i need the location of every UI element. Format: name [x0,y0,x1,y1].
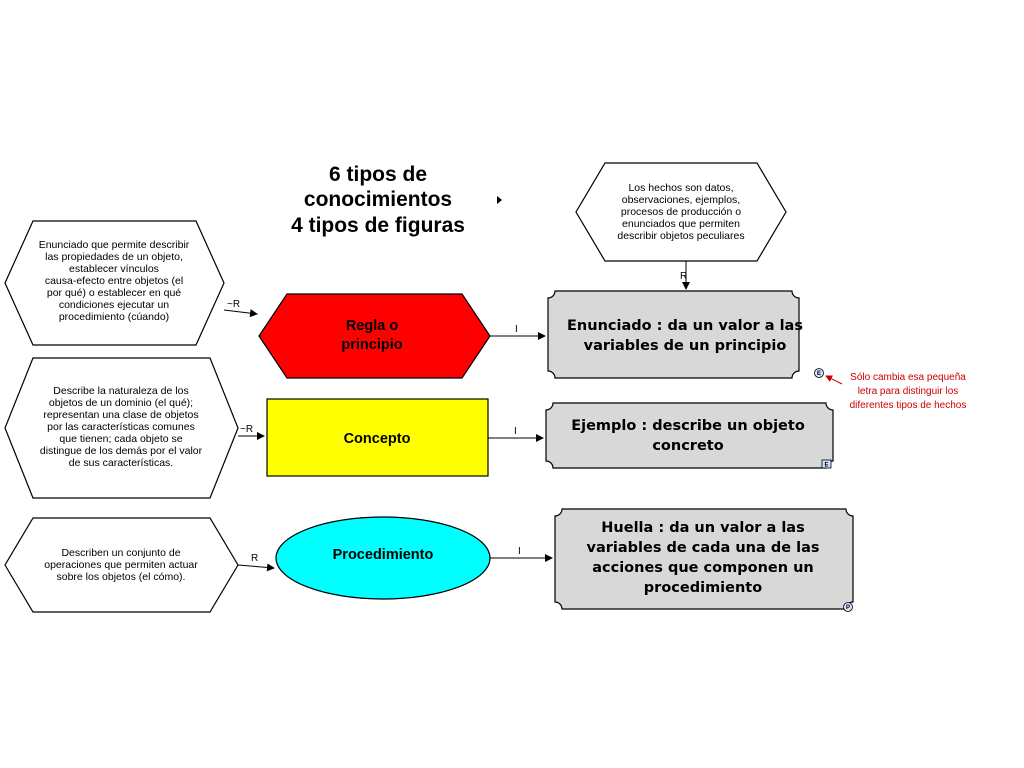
svg-text:E: E [817,371,821,377]
trace-fact-box[interactable]: Huella : da un valor a las variables de … [554,508,854,612]
trace-text-line-3: acciones que componen un [592,560,814,576]
rule-desc-line-7: procedimiento (cúando) [59,311,169,323]
rule-out-label: I [515,324,518,335]
trace-text-line-2: variables de cada una de las [587,540,820,556]
concept-desc-line-7: de sus características. [69,457,173,469]
concept-rectangle[interactable]: Concepto [266,398,489,477]
statement-fact-box[interactable]: Enunciado : da un valor a las variables … [547,290,824,379]
rule-in-connector: ~R [223,299,258,318]
concept-desc-line-4: por las características comunes [47,421,195,433]
concept-in-label: ~R [240,424,253,435]
procedure-in-label: R [251,553,258,564]
rule-principle-hexagon[interactable]: Regla o principio [258,293,491,379]
procedure-desc-line-1: Describen un conjunto de [61,547,180,559]
facts-note-line-3: procesos de producción o [621,206,741,218]
title-line-1: 6 tipos de [329,163,427,186]
statement-badge-icon: E [814,368,824,378]
concept-desc-line-1: Describe la naturaleza de los [53,385,188,397]
procedure-description-hexagon: Describen un conjunto de operaciones que… [4,517,239,613]
red-note-line-3: diferentes tipos de hechos [850,400,967,411]
rule-description-hexagon: Enunciado que permite describir las prop… [4,220,225,346]
procedure-desc-line-3: sobre los objetos (el cómo). [57,571,186,583]
rule-desc-line-2: las propiedades de un objeto, [45,251,183,263]
rule-out-connector: I [490,324,546,340]
facts-note-line-1: Los hechos son datos, [628,182,733,194]
trace-text-line-1: Huella : da un valor a las [601,520,804,536]
rule-desc-line-4: causa-efecto entre objetos (el [45,275,183,287]
red-annotation: Sólo cambia esa pequeña letra para disti… [825,372,967,411]
diagram-title: 6 tipos de conocimientos 4 tipos de figu… [291,163,465,237]
procedure-desc-line-2: operaciones que permiten actuar [44,559,198,571]
example-text-line-2: concreto [652,438,723,454]
concept-desc-line-3: representan una clase de objetos [43,409,198,421]
facts-note-hexagon: Los hechos son datos, observaciones, eje… [575,162,787,262]
statement-text-line-2: variables de un principio [584,338,787,354]
procedure-out-connector: I [490,546,553,562]
facts-in-connector: R [680,261,690,290]
procedure-ellipse[interactable]: Procedimiento [275,516,491,600]
trace-badge-icon: P [843,602,853,612]
title-line-2: conocimientos [304,188,452,211]
facts-note-line-2: observaciones, ejemplos, [622,194,740,206]
facts-in-label: R [680,271,687,282]
concept-in-connector: ~R [238,424,265,440]
concept-label: Concepto [344,431,411,447]
concept-desc-line-5: que tienen; cada objeto se [59,433,182,445]
concept-out-label: I [514,426,517,437]
small-arrow-icon [497,196,502,204]
concept-out-connector: I [488,426,544,442]
concept-desc-line-2: objetos de un dominio (el qué); [49,397,193,409]
facts-note-line-4: enunciados que permiten [622,218,740,230]
rule-label-line-1: Regla o [346,318,399,334]
procedure-in-connector: R [237,553,275,572]
svg-text:E: E [824,463,828,469]
rule-desc-line-5: por qué) o establecer en qué [47,287,181,299]
red-note-line-1: Sólo cambia esa pequeña [850,372,966,383]
title-line-3: 4 tipos de figuras [291,214,465,237]
rule-desc-line-3: establecer vínculos [69,263,159,275]
svg-text:P: P [846,605,850,611]
example-fact-box[interactable]: Ejemplo : describe un objeto concreto E [545,402,834,469]
statement-text-line-1: Enunciado : da un valor a las [567,318,803,334]
rule-label-line-2: principio [341,337,402,353]
rule-desc-line-1: Enunciado que permite describir [39,239,190,251]
example-badge-icon: E [821,459,832,469]
rule-in-label: ~R [227,299,240,310]
facts-note-line-5: describir objetos peculiares [617,230,744,242]
rule-desc-line-6: condiciones ejecutar un [59,299,169,311]
procedure-label: Procedimiento [333,547,434,563]
procedure-out-label: I [518,546,521,557]
concept-desc-line-6: distingue de los demás por el valor [40,445,203,457]
example-text-line-1: Ejemplo : describe un objeto [571,418,805,434]
red-note-line-2: letra para distinguir los [858,386,959,397]
concept-description-hexagon: Describe la naturaleza de los objetos de… [4,357,239,499]
trace-text-line-4: procedimiento [644,580,762,596]
